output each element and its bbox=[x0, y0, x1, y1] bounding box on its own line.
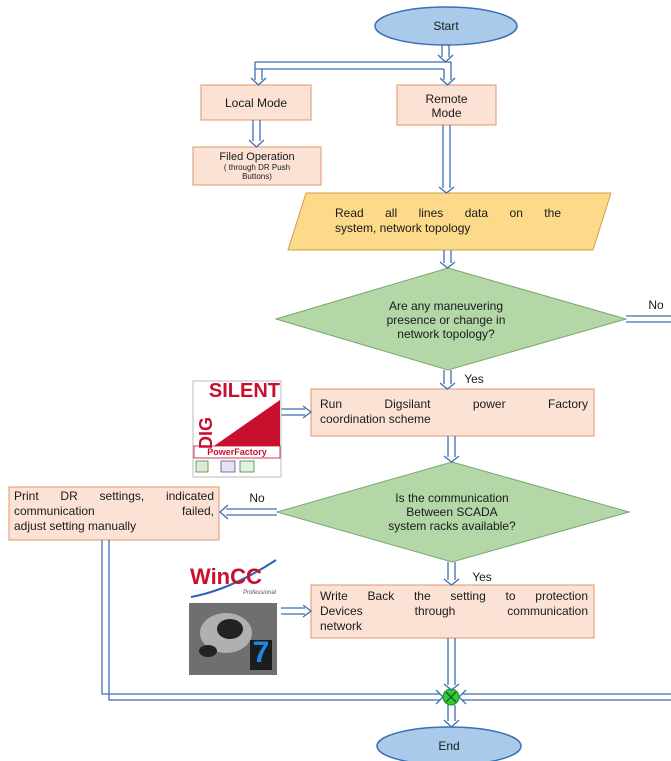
write-back-line3: network bbox=[320, 619, 363, 633]
decision1-yes-label: Yes bbox=[464, 372, 484, 386]
decision1-no-label: No bbox=[648, 298, 664, 312]
local-mode-label: Local Mode bbox=[224, 95, 288, 110]
merge-connector-x bbox=[445, 691, 457, 703]
field-operation-label: Filed Operation ( through DR Push Button… bbox=[193, 148, 321, 184]
decision-maneuvering-line3: network topology? bbox=[397, 327, 495, 341]
print-settings-line2: communication failed, bbox=[14, 504, 214, 518]
write-back-line1: Write Back the setting to protection bbox=[320, 589, 588, 603]
decision-communication-line1: Is the communication bbox=[395, 491, 509, 505]
decision-maneuvering-label: Are any maneuvering presence or change i… bbox=[346, 292, 546, 348]
remote-mode-label: Remote Mode bbox=[397, 88, 496, 124]
decision-communication bbox=[275, 461, 631, 563]
decision-maneuvering-line1: Are any maneuvering bbox=[388, 299, 504, 313]
decision2-yes-label: Yes bbox=[472, 570, 492, 584]
run-digsilent-box bbox=[310, 388, 595, 437]
decision-maneuvering bbox=[274, 267, 628, 371]
print-settings-line3: adjust setting manually bbox=[14, 519, 137, 533]
print-settings-box bbox=[8, 486, 220, 541]
wincc-edition-text: Professional bbox=[242, 590, 276, 596]
decision-maneuvering-line2: presence or change in bbox=[386, 313, 506, 327]
decision-communication-line2: Between SCADA bbox=[406, 505, 498, 519]
digsilent-side-text: DIG bbox=[196, 416, 216, 449]
field-operation-box bbox=[192, 146, 322, 186]
flow-arrows bbox=[101, 45, 671, 728]
field-operation-line1: Filed Operation bbox=[219, 151, 295, 163]
read-data-parallelogram bbox=[287, 192, 612, 251]
digsilent-brand-text: PowerFactory bbox=[207, 447, 267, 457]
field-operation-line2: ( through DR Push bbox=[223, 163, 291, 172]
wincc-name-text: WinCC bbox=[190, 564, 262, 589]
digsilent-top-text: SILENT bbox=[208, 380, 280, 402]
wincc-badge-text: 7 bbox=[252, 636, 270, 669]
print-settings-label: Print DR settings, indicated communicati… bbox=[14, 489, 214, 534]
print-settings-line1: Print DR settings, indicated bbox=[14, 489, 214, 503]
end-terminal bbox=[376, 726, 522, 761]
read-data-line2: system, network topology bbox=[335, 221, 471, 235]
decision-communication-line3: system racks available? bbox=[388, 519, 516, 533]
read-data-label: Read all lines data on the system, netwo… bbox=[335, 206, 561, 236]
wincc-logo bbox=[189, 559, 277, 675]
remote-mode-line1: Remote bbox=[425, 92, 468, 106]
write-back-box bbox=[310, 584, 595, 639]
decision-communication-label: Is the communication Between SCADA syste… bbox=[352, 484, 552, 540]
run-digsilent-line1: Run Digsilant power Factory bbox=[320, 397, 588, 411]
run-digsilent-label: Run Digsilant power Factory coordination… bbox=[320, 397, 588, 427]
run-digsilent-line2: coordination scheme bbox=[320, 412, 431, 426]
start-terminal bbox=[374, 6, 518, 46]
write-back-line2: Devices through communication bbox=[320, 604, 588, 618]
decision2-no-label: No bbox=[249, 491, 265, 505]
local-mode-box bbox=[200, 84, 312, 121]
field-operation-line3: Buttons) bbox=[242, 172, 272, 181]
start-label: Start bbox=[433, 19, 459, 33]
write-back-label: Write Back the setting to protection Dev… bbox=[320, 589, 588, 634]
end-label: End bbox=[438, 739, 460, 753]
read-data-line1: Read all lines data on the bbox=[335, 206, 561, 220]
remote-mode-line2: Mode bbox=[431, 106, 462, 120]
remote-mode-box bbox=[396, 84, 497, 126]
digsilent-logo bbox=[192, 380, 282, 478]
